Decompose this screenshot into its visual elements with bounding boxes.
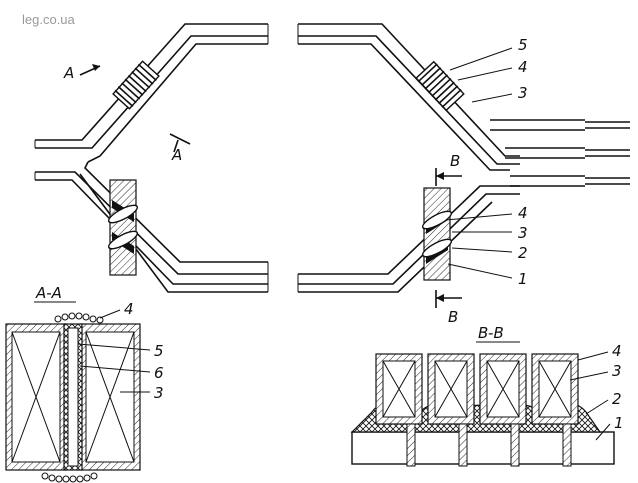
svg-text:5: 5 [154,342,164,360]
lower-right-labels: 4 3 2 1 [445,204,528,288]
svg-text:3: 3 [518,224,528,242]
section-mark-b-top: B [435,152,462,186]
svg-text:A: A [63,64,74,82]
svg-text:1: 1 [518,270,528,288]
svg-text:2: 2 [518,244,528,262]
section-mark-a-top: A [63,64,101,82]
watermark: leg.co.ua [22,12,76,27]
svg-text:4: 4 [612,342,622,360]
svg-text:5: 5 [518,36,528,54]
svg-text:3: 3 [518,84,528,102]
section-aa-title: A-A [35,284,62,302]
svg-text:2: 2 [612,390,622,408]
svg-text:3: 3 [612,362,622,380]
svg-text:4: 4 [124,300,134,318]
svg-text:B: B [448,308,458,326]
section-mark-a-mid: A [169,133,191,164]
svg-text:4: 4 [518,204,528,222]
top-left-binding [112,60,160,110]
section-aa: A-A 4 5 6 3 [5,284,164,483]
svg-text:A: A [171,146,182,164]
svg-text:6: 6 [154,364,164,382]
right-slot-block [421,187,453,281]
top-right-labels: 5 4 3 [449,36,528,103]
top-right-binding [415,60,465,112]
svg-text:3: 3 [154,384,164,402]
right-coil-half [297,23,630,293]
section-bb: B-B [350,324,624,467]
section-bb-title: B-B [478,324,504,342]
left-slot-block [107,179,139,276]
svg-text:1: 1 [614,414,624,432]
svg-text:4: 4 [518,58,528,76]
svg-text:B: B [450,152,460,170]
section-mark-b-bottom: B [435,290,462,326]
